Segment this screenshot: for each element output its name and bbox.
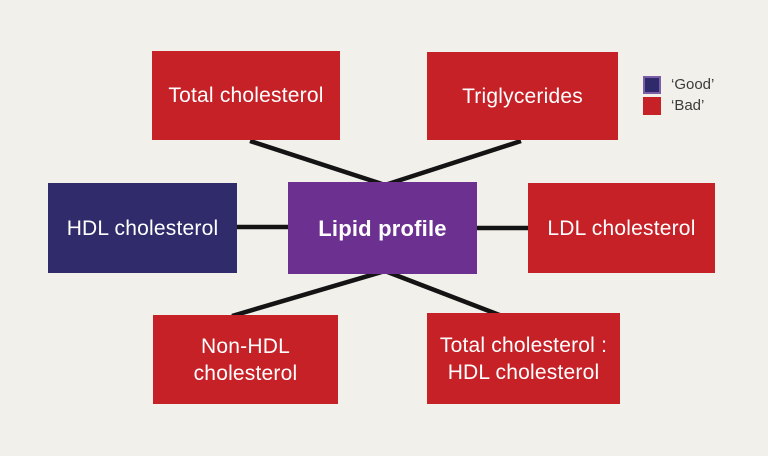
node-ldl-cholesterol: LDL cholesterol xyxy=(528,183,715,273)
node-triglycerides-label: Triglycerides xyxy=(462,84,583,108)
node-total-cholesterol: Total cholesterol xyxy=(152,51,340,140)
legend: ‘Good’ ‘Bad’ xyxy=(643,76,714,115)
connector-tc-hdl-ratio xyxy=(384,268,503,319)
legend-swatch-good xyxy=(643,76,661,94)
node-triglycerides: Triglycerides xyxy=(427,52,618,140)
node-total-cholesterol-label: Total cholesterol xyxy=(168,84,324,107)
connector-non-hdl-cholesterol xyxy=(231,268,386,319)
node-non-hdl-line2: cholesterol xyxy=(193,361,298,385)
node-hdl-cholesterol: HDL cholesterol xyxy=(48,183,237,273)
connector-total-cholesterol xyxy=(249,138,386,188)
legend-swatch-bad xyxy=(643,97,661,115)
legend-label-good: ‘Good’ xyxy=(671,76,715,93)
node-ldl-cholesterol-label: LDL cholesterol xyxy=(547,216,696,240)
legend-row-bad: ‘Bad’ xyxy=(643,97,714,115)
node-tc-hdl-ratio: Total cholesterol : HDL cholesterol xyxy=(427,313,620,404)
node-tc-hdl-ratio-line2: HDL cholesterol xyxy=(447,360,600,384)
node-non-hdl-line1: Non-HDL xyxy=(201,334,290,358)
node-tc-hdl-ratio-line1: Total cholesterol : xyxy=(439,333,608,357)
legend-row-good: ‘Good’ xyxy=(643,76,714,94)
node-lipid-profile: Lipid profile xyxy=(288,182,477,274)
connector-triglycerides xyxy=(384,138,522,188)
legend-label-bad: ‘Bad’ xyxy=(671,97,705,114)
node-lipid-profile-label: Lipid profile xyxy=(318,215,447,241)
node-hdl-cholesterol-label: HDL cholesterol xyxy=(66,216,219,240)
node-non-hdl-cholesterol: Non-HDL cholesterol xyxy=(153,315,338,404)
